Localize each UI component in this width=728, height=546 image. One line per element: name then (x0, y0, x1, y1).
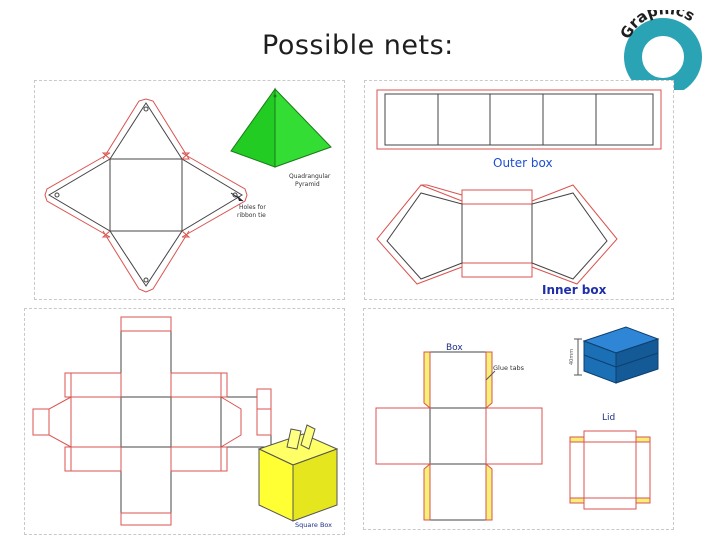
slide-title: Possible nets: (262, 30, 454, 61)
pyramid-net-panel: Quadrangular Pyramid Holes for ribbon ti… (34, 80, 345, 300)
square-box-panel: Square Box (24, 308, 345, 535)
box-lid-figure (375, 326, 660, 521)
outer-inner-box-figure (376, 89, 662, 285)
graphics-logo: Graphics (616, 10, 702, 90)
pyramid-net-figure (44, 87, 332, 293)
box-lid-panel: Box Glue tabs Lid 40mm (363, 308, 674, 530)
square-box-figure (32, 316, 339, 526)
outer-inner-box-panel: Outer box Inner box (364, 80, 674, 300)
